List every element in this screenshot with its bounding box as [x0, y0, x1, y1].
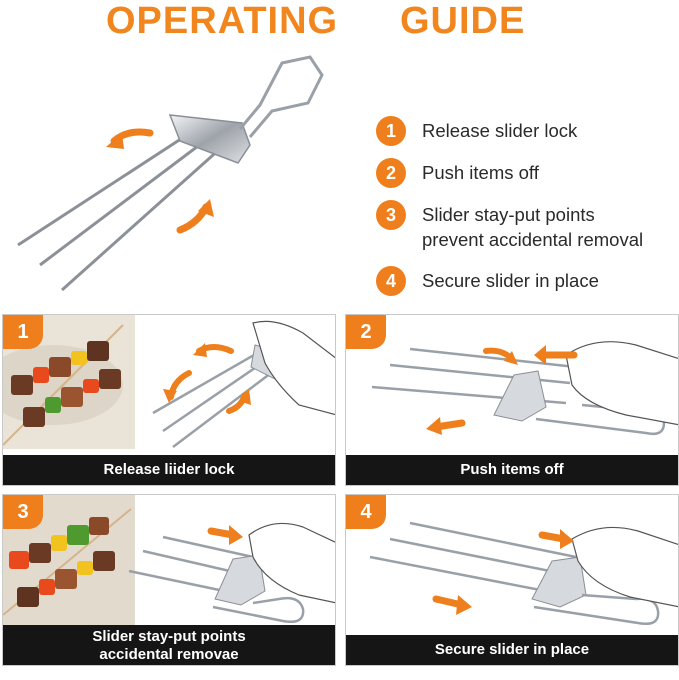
step-text-line: Slider stay-put points	[422, 204, 595, 225]
panel-number-badge: 1	[3, 315, 43, 349]
hero-skewer-illustration	[17, 55, 324, 292]
step-text: Secure slider in place	[422, 270, 599, 291]
step-text: Slider stay-put points prevent accidenta…	[422, 200, 643, 252]
panel-number-badge: 2	[346, 315, 386, 349]
panel-number-badge: 4	[346, 495, 386, 529]
step-number-badge: 4	[376, 266, 406, 296]
step-item: 3 Slider stay-put points prevent acciden…	[376, 200, 676, 252]
panel-2: 2 Push items off	[345, 314, 679, 486]
panel-4: 4 Secure slider in place	[345, 494, 679, 666]
step-number-badge: 1	[376, 116, 406, 146]
hand-skewer-illustration	[128, 522, 335, 623]
step-text-line: prevent accidental removal	[422, 229, 644, 250]
panel-number-badge: 3	[3, 495, 43, 529]
panel-caption: Secure slider in place	[346, 635, 678, 665]
step-item: 1 Release slider lock	[376, 116, 676, 146]
step-text: Release slider lock	[422, 120, 578, 141]
panel-1: 1 Release liider lock	[2, 314, 336, 486]
panel-caption: Release liider lock	[3, 455, 335, 485]
panel-caption-line: accidental removae	[99, 646, 239, 663]
hand-skewer-illustration	[152, 320, 335, 448]
page-title-right: GUIDE	[400, 0, 526, 42]
hand-skewer-illustration	[369, 521, 678, 625]
hand-skewer-illustration	[371, 341, 678, 436]
page-title-left: OPERATING	[106, 0, 339, 42]
step-text: Push items off	[422, 162, 539, 183]
panel-caption: Push items off	[346, 455, 678, 485]
step-number-badge: 2	[376, 158, 406, 188]
panel-caption-line: Slider stay-put points	[92, 628, 246, 645]
step-number-badge: 3	[376, 200, 406, 230]
panel-3: 3 Slider stay-put points accidental remo…	[2, 494, 336, 666]
panel-caption: Slider stay-put points accidental remova…	[3, 625, 335, 665]
step-item: 2 Push items off	[376, 158, 676, 188]
step-item: 4 Secure slider in place	[376, 266, 676, 296]
